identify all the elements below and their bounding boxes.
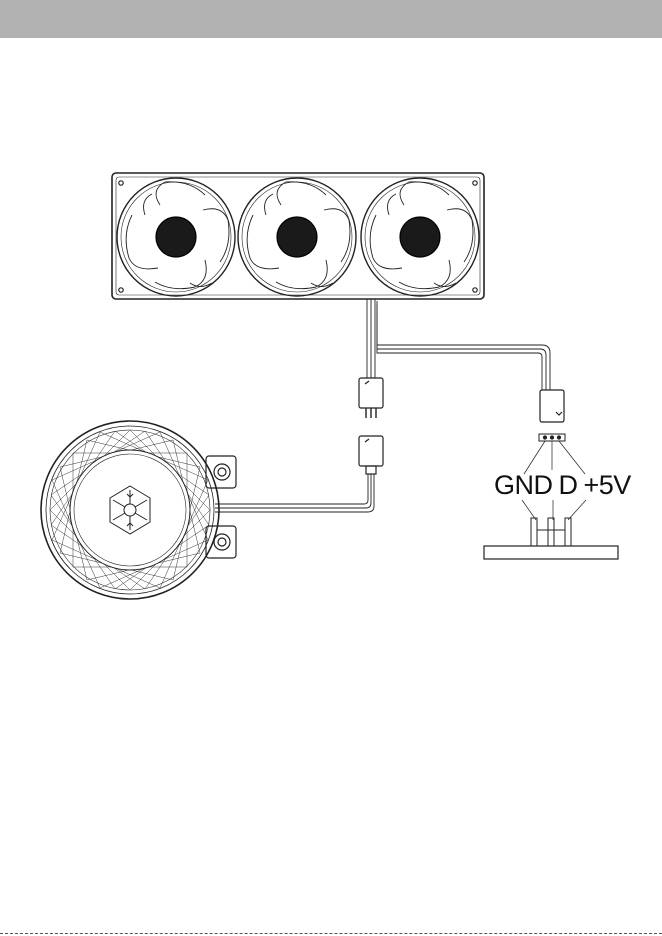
pump-female-connector xyxy=(359,436,383,474)
motherboard-header xyxy=(484,518,618,559)
fan-male-connector xyxy=(359,378,383,418)
pin-label-5v: +5V xyxy=(584,470,631,500)
fan-1 xyxy=(117,0,235,296)
argb-connector xyxy=(540,390,564,422)
fan-cables xyxy=(367,299,550,390)
pump-cable xyxy=(215,474,374,512)
fan-3 xyxy=(361,178,479,296)
pin-label-d: D xyxy=(559,470,578,500)
pin-label-gnd: GND xyxy=(494,470,553,500)
footer-rule xyxy=(0,933,662,934)
fan-2 xyxy=(238,178,356,296)
pump xyxy=(41,421,236,599)
